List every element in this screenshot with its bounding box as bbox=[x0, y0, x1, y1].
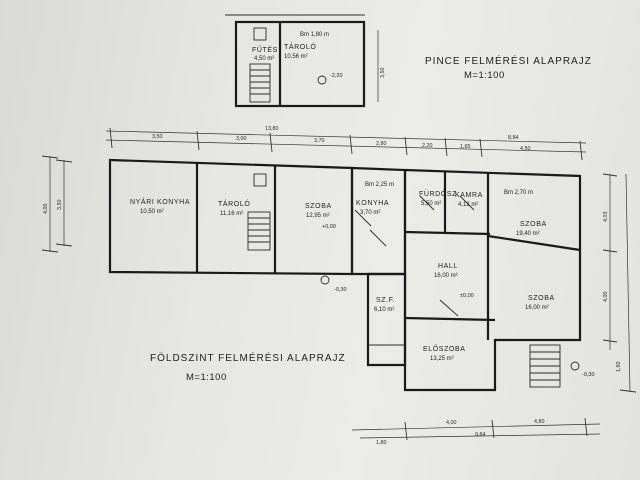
dimension-label: 13,80 bbox=[265, 126, 279, 132]
ceiling-height-label: Bm 2,70 m bbox=[504, 190, 533, 196]
basement-outline bbox=[234, 20, 366, 108]
room-name: KAMRA bbox=[455, 192, 483, 199]
basement-room-name: TÁROLÓ bbox=[284, 42, 316, 51]
dimension-label: 2,20 bbox=[422, 143, 433, 149]
top-dimensions: 13,80 8,84 3,50 3,00 3,70 2,80 2,20 1,65… bbox=[105, 126, 587, 161]
basement-title: PINCE FELMÉRÉSI ALAPRAJZ bbox=[425, 54, 592, 67]
room-area: 3,70 m² bbox=[360, 210, 380, 216]
room-area: 16,00 m² bbox=[525, 305, 549, 311]
room-name: SZOBA bbox=[520, 221, 547, 228]
room-area: 11,16 m² bbox=[220, 211, 243, 217]
room-area: 5,50 m² bbox=[421, 201, 441, 207]
level-marker-icon bbox=[317, 75, 327, 85]
room-name: KONYHA bbox=[356, 200, 389, 207]
room-name: NYÁRI KONYHA bbox=[130, 197, 190, 206]
ground-floor-plan: NYÁRI KONYHA 10,50 m² TÁROLÓ 11,16 m² SZ… bbox=[108, 158, 595, 392]
boiler-icon bbox=[253, 27, 267, 41]
level-marker-icon bbox=[570, 361, 580, 371]
room-name: ELŐSZOBA bbox=[423, 344, 466, 353]
dimension-label: 3,00 bbox=[236, 136, 247, 142]
basement-room-area: 4,50 m² bbox=[254, 56, 274, 62]
basement-plan: FŰTÉS 4,50 m² TÁROLÓ 10,56 m² Bm 1,80 m … bbox=[225, 14, 386, 108]
level-mark: -0,30 bbox=[334, 287, 347, 293]
room-area: 6,10 m² bbox=[374, 307, 394, 313]
basement-room-area: 10,56 m² bbox=[284, 54, 308, 60]
dimension-label: 4,80 bbox=[534, 419, 545, 425]
dimension-label: 2,80 bbox=[376, 141, 387, 147]
ground-floor-title: FÖLDSZINT FELMÉRÉSI ALAPRAJZ bbox=[150, 351, 346, 364]
dimension-label: 4,50 bbox=[520, 146, 531, 152]
room-area: 13,25 m² bbox=[430, 356, 454, 362]
dimension-label: 1,65 bbox=[460, 144, 471, 150]
dimension-label: 4,00 bbox=[603, 292, 609, 303]
level-mark: +0,00 bbox=[322, 224, 336, 230]
dimension-label: 3,50 bbox=[152, 134, 163, 140]
level-marker-icon bbox=[320, 275, 330, 285]
room-area: 4,12 m² bbox=[458, 202, 478, 208]
room-name: HALL bbox=[438, 263, 458, 270]
basement-stair bbox=[249, 63, 271, 103]
dimension-label: 4,00 bbox=[446, 420, 457, 426]
left-dimensions: 4,00 3,50 bbox=[41, 155, 73, 253]
dimension-label: 3,70 bbox=[314, 138, 325, 144]
bottom-dimensions: 1,80 4,00 4,80 9,84 bbox=[351, 417, 601, 446]
chimney-icon bbox=[253, 173, 267, 187]
dimension-label: 1,60 bbox=[616, 362, 622, 373]
room-name: TÁROLÓ bbox=[218, 199, 250, 208]
dimension-label: 9,84 bbox=[475, 432, 486, 438]
room-area: 19,40 m² bbox=[516, 231, 540, 237]
dimension-label: 8,84 bbox=[508, 135, 519, 141]
room-area: 10,50 m² bbox=[140, 209, 164, 215]
dimension-label: 4,00 bbox=[43, 204, 49, 215]
level-mark: ±0,00 bbox=[460, 293, 474, 299]
room-area: 16,00 m² bbox=[434, 273, 458, 279]
level-mark: -2,20 bbox=[330, 73, 343, 79]
right-dimensions: 4,03 4,00 1,60 bbox=[602, 173, 637, 393]
ceiling-height-label: Bm 2,25 m bbox=[365, 182, 394, 188]
pantry-outline bbox=[366, 272, 407, 367]
basement-room-name: FŰTÉS bbox=[252, 45, 278, 54]
room-name: SZOBA bbox=[528, 295, 555, 302]
dimension-label: 3,50 bbox=[57, 200, 63, 211]
room-name: FÜRDŐSZ. bbox=[419, 189, 460, 198]
ground-floor-scale: M=1:100 bbox=[186, 372, 227, 383]
level-mark: -0,30 bbox=[582, 372, 595, 378]
room-name: SZ.F. bbox=[376, 297, 395, 304]
dimension-label: 3,50 bbox=[380, 68, 386, 79]
ceiling-height-label: Bm 1,80 m bbox=[300, 32, 329, 38]
ground-stair bbox=[247, 211, 271, 251]
room-name: SZOBA bbox=[305, 203, 332, 210]
basement-scale: M=1:100 bbox=[464, 70, 505, 81]
room-area: 12,95 m² bbox=[306, 213, 330, 219]
dimension-label: 1,80 bbox=[376, 440, 387, 446]
dimension-label: 4,03 bbox=[603, 212, 609, 223]
